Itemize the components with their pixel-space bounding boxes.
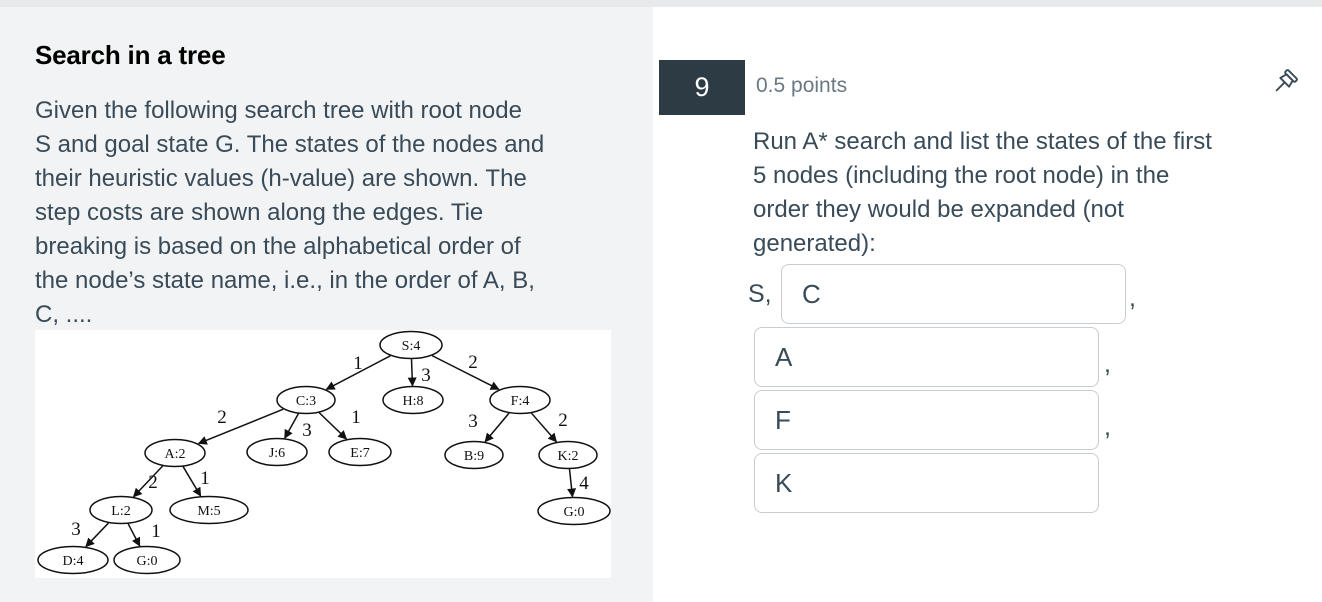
- tree-node-C: C:3: [276, 385, 336, 415]
- svg-text:A:2: A:2: [165, 447, 186, 462]
- tree-node-G1: G:0: [113, 545, 181, 575]
- svg-text:3: 3: [71, 519, 81, 540]
- question-prompt: Run A* search and list the states of the…: [753, 128, 1212, 257]
- question-points: 0.5 points: [756, 74, 848, 97]
- tree-edge-F-K: 2: [530, 410, 568, 443]
- section-heading: Search in a tree: [35, 40, 226, 70]
- svg-text:C:3: C:3: [296, 394, 316, 409]
- tree-edge-F-B: 3: [468, 411, 510, 443]
- tree-node-K: K:2: [538, 440, 598, 470]
- tree-node-B: B:9: [444, 440, 504, 470]
- answer-input-1[interactable]: [781, 264, 1126, 324]
- comma-separator-2: ,: [1104, 350, 1111, 378]
- svg-text:L:2: L:2: [111, 504, 130, 519]
- tree-node-H: H:8: [382, 385, 444, 415]
- answer-input-4[interactable]: [754, 453, 1099, 513]
- svg-text:F:4: F:4: [511, 394, 530, 409]
- tree-edge-S-C: 1: [325, 353, 391, 390]
- answer-input-2[interactable]: [754, 327, 1099, 387]
- tree-edge-L-D: 3: [71, 519, 110, 548]
- svg-text:J:6: J:6: [269, 446, 285, 461]
- tree-edge-S-H: 3: [407, 359, 431, 387]
- tree-edge-L-G1: 1: [127, 521, 161, 547]
- comma-separator-1: ,: [1129, 284, 1136, 312]
- question-number: 9: [694, 72, 710, 102]
- tree-node-S: S:4: [379, 330, 443, 360]
- pin-glyph: [1275, 69, 1298, 92]
- svg-text:M:5: M:5: [197, 504, 220, 519]
- top-strip: [0, 0, 1322, 7]
- pin-icon[interactable]: [1265, 66, 1301, 102]
- tree-node-J: J:6: [246, 437, 308, 467]
- question-description-panel: Search in a tree Given the following sea…: [0, 7, 653, 602]
- svg-text:2: 2: [558, 410, 568, 431]
- tree-edge-C-A: 2: [197, 407, 284, 445]
- svg-text:3: 3: [468, 411, 478, 432]
- svg-text:1: 1: [353, 353, 363, 374]
- tree-edge-C-E: 1: [318, 407, 361, 440]
- svg-text:G:0: G:0: [564, 505, 585, 520]
- question-number-badge: 9: [659, 60, 745, 115]
- tree-node-D: D:4: [37, 545, 109, 575]
- tree-node-L: L:2: [89, 495, 153, 525]
- svg-text:3: 3: [302, 420, 312, 441]
- tree-edge-A-M: 1: [182, 466, 210, 497]
- svg-text:G:0: G:0: [137, 554, 158, 569]
- tree-edge-A-L: 2: [132, 465, 164, 498]
- tree-node-E: E:7: [328, 437, 392, 467]
- svg-text:2: 2: [217, 407, 227, 428]
- tree-edge-K-G2: 4: [567, 468, 589, 498]
- svg-text:H:8: H:8: [403, 394, 424, 409]
- svg-text:E:7: E:7: [350, 446, 369, 461]
- svg-text:1: 1: [200, 468, 210, 489]
- svg-text:3: 3: [421, 365, 431, 386]
- svg-text:1: 1: [351, 407, 361, 428]
- svg-text:1: 1: [151, 521, 161, 542]
- svg-text:S:4: S:4: [402, 339, 421, 354]
- answer-input-3[interactable]: [754, 390, 1099, 450]
- svg-text:4: 4: [579, 473, 589, 494]
- tree-node-A: A:2: [144, 438, 206, 468]
- svg-text:2: 2: [468, 352, 478, 373]
- tree-node-M: M:5: [169, 495, 249, 525]
- section-paragraph: Given the following search tree with roo…: [35, 97, 545, 328]
- tree-edge-S-F: 2: [431, 352, 500, 390]
- question-panel: 9 0.5 points Run A* search and list the …: [653, 7, 1322, 602]
- comma-separator-3: ,: [1104, 413, 1111, 441]
- svg-text:B:9: B:9: [464, 449, 484, 464]
- svg-text:D:4: D:4: [63, 554, 84, 569]
- tree-edge-C-J: 3: [284, 413, 312, 441]
- svg-text:2: 2: [148, 472, 158, 493]
- tree-node-G2: G:0: [537, 496, 611, 526]
- tree-node-F: F:4: [489, 385, 551, 415]
- svg-text:K:2: K:2: [558, 449, 579, 464]
- answer-prefix-label: S,: [748, 280, 772, 308]
